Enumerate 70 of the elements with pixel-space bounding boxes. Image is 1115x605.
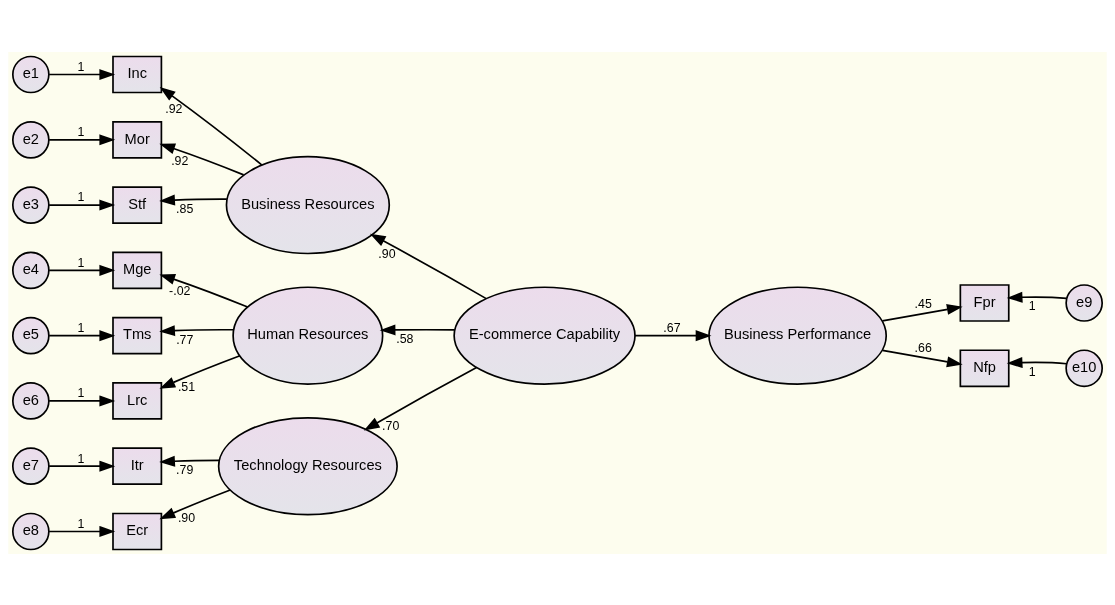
node-circle: e1 — [11, 55, 50, 93]
edge-label: .58 — [396, 331, 414, 346]
node-circle: e2 — [11, 120, 50, 159]
arrow — [159, 194, 228, 206]
edge-label: 1 — [77, 255, 85, 270]
arrow — [159, 324, 235, 336]
arrow — [363, 366, 478, 431]
node-box: Itr — [112, 446, 163, 485]
node-ellipse: Human Resources — [232, 285, 384, 385]
arrow — [48, 525, 116, 537]
arrow — [379, 323, 456, 335]
arrow — [159, 488, 232, 519]
node-box: Nfp — [959, 348, 1010, 387]
edge-label: .90 — [177, 510, 196, 525]
edge-label: 1 — [77, 59, 85, 74]
arrow — [1006, 291, 1068, 303]
edge-label: .92 — [171, 153, 189, 168]
node-circle: e8 — [11, 512, 50, 550]
arrow — [881, 349, 963, 367]
node-box: Inc — [112, 55, 163, 93]
edge-label: .79 — [176, 462, 194, 477]
arrow — [48, 68, 116, 80]
node-circle: e7 — [11, 446, 50, 485]
node-box: Mor — [112, 120, 163, 159]
node-circle: e6 — [11, 381, 50, 420]
node-box: Stf — [112, 185, 163, 224]
arrow — [159, 143, 245, 176]
edge-label: 1 — [77, 124, 85, 139]
edge-label: 1 — [77, 451, 85, 466]
arrow — [48, 329, 116, 341]
arrow — [159, 86, 263, 166]
edge-label: .66 — [914, 340, 932, 355]
arrow — [48, 460, 116, 472]
node-box: Ecr — [112, 512, 163, 550]
node-circle: e3 — [11, 185, 50, 224]
edge-label: .85 — [176, 201, 194, 216]
node-circle: e10 — [1065, 348, 1104, 387]
node-circle: e5 — [11, 316, 50, 354]
edge-label: .70 — [382, 418, 400, 433]
arrow — [369, 233, 488, 299]
node-circle: e4 — [11, 251, 50, 289]
edge-label: .45 — [914, 296, 932, 311]
arrow — [159, 354, 241, 389]
arrow — [48, 394, 116, 406]
node-ellipse: E-commerce Capability — [453, 285, 636, 385]
edge-label: 1 — [77, 189, 85, 204]
edge-label: 1 — [1028, 364, 1036, 379]
node-box: Tms — [112, 316, 163, 354]
node-box: Mge — [112, 251, 163, 289]
node-box: Lrc — [112, 381, 163, 420]
edge-label: 1 — [77, 320, 85, 335]
edge-label: 1 — [77, 385, 85, 400]
arrow — [633, 329, 712, 341]
arrow — [881, 303, 963, 322]
node-box: Fpr — [959, 283, 1010, 322]
edge-label: 1 — [1028, 298, 1036, 313]
arrow — [48, 199, 116, 211]
edge-label: .67 — [663, 320, 681, 335]
arrow — [48, 133, 116, 145]
edge-label: .51 — [177, 379, 196, 394]
node-circle: e9 — [1065, 283, 1104, 322]
arrow — [48, 264, 116, 276]
arrow — [1006, 356, 1068, 368]
edge-label: -.02 — [169, 283, 191, 298]
edge-label: .92 — [165, 101, 183, 116]
arrow — [159, 455, 221, 467]
edge-label: 1 — [77, 516, 85, 531]
node-ellipse: Business Performance — [708, 285, 888, 385]
edge-label: .77 — [176, 332, 194, 347]
arrow — [159, 273, 249, 308]
